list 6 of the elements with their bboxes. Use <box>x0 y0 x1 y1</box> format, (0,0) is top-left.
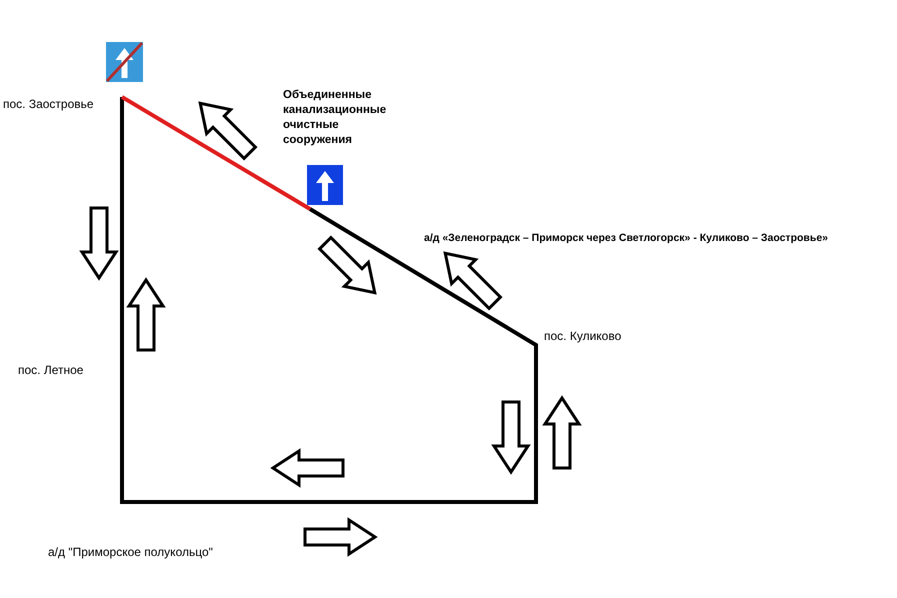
place-label: пос. Куликово <box>544 329 622 344</box>
road-name-label: а/д «Зеленоградск – Приморск через Светлогорск» - Куликово – Заостровье» <box>424 231 828 246</box>
place-label: пос. Заостровье <box>3 97 94 112</box>
place-label: Объединенные канализационные очистные сооружения <box>283 88 388 148</box>
road-name-label: а/д "Приморское полукольцо" <box>48 545 213 560</box>
place-label: пос. Летное <box>18 363 84 378</box>
